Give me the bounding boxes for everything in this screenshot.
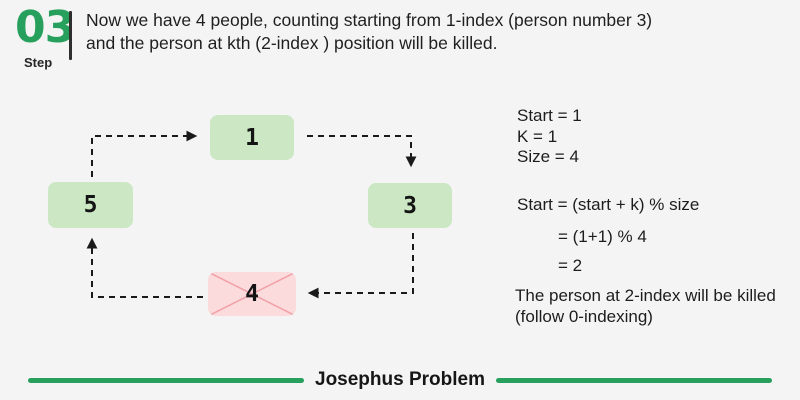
person-node-1: 1 <box>210 115 294 160</box>
calc-var-size: Size = 4 <box>517 147 579 166</box>
person-node-label: 1 <box>245 124 259 151</box>
cycle-arrows <box>86 130 417 299</box>
arrow-4-to-5 <box>86 237 203 298</box>
person-node-label: 3 <box>403 192 417 219</box>
person-node-5: 5 <box>48 182 133 228</box>
arrow-5-to-1 <box>91 130 198 177</box>
footer: Josephus Problem <box>28 369 772 391</box>
arrow-1-to-3 <box>307 135 417 168</box>
arrow-3-to-4 <box>307 233 414 299</box>
calc-variables: Start = 1 K = 1 Size = 4 <box>517 106 582 168</box>
footer-rule-right <box>496 377 772 383</box>
step-description: Now we have 4 people, counting starting … <box>86 9 652 55</box>
calc-formula: Start = (start + k) % size <box>517 195 700 214</box>
calc-step-1: = (1+1) % 4 <box>558 227 647 246</box>
footer-title: Josephus Problem <box>315 369 485 390</box>
description-line-1: Now we have 4 people, counting starting … <box>86 10 653 30</box>
person-node-label: 5 <box>83 192 98 218</box>
header-divider <box>69 11 72 60</box>
person-node-3: 3 <box>368 183 452 228</box>
description-line-2: and the person at kth (2-index ) positio… <box>86 33 498 53</box>
person-node-label: 4 <box>245 281 259 307</box>
calc-step-2: = 2 <box>558 256 583 275</box>
calc-conclusion: The person at 2-index will be killed (fo… <box>515 286 776 326</box>
calc-var-k: K = 1 <box>517 126 558 146</box>
calc-var-start: Start = 1 <box>517 106 582 125</box>
step-label: Step <box>24 55 53 70</box>
calc-steps: = (1+1) % 4 = 2 <box>558 222 647 280</box>
footer-rule-left <box>28 377 304 383</box>
killed-cross-icon <box>208 272 296 316</box>
step-number: 03 <box>15 2 75 53</box>
person-node-4-killed: 4 <box>208 272 296 316</box>
